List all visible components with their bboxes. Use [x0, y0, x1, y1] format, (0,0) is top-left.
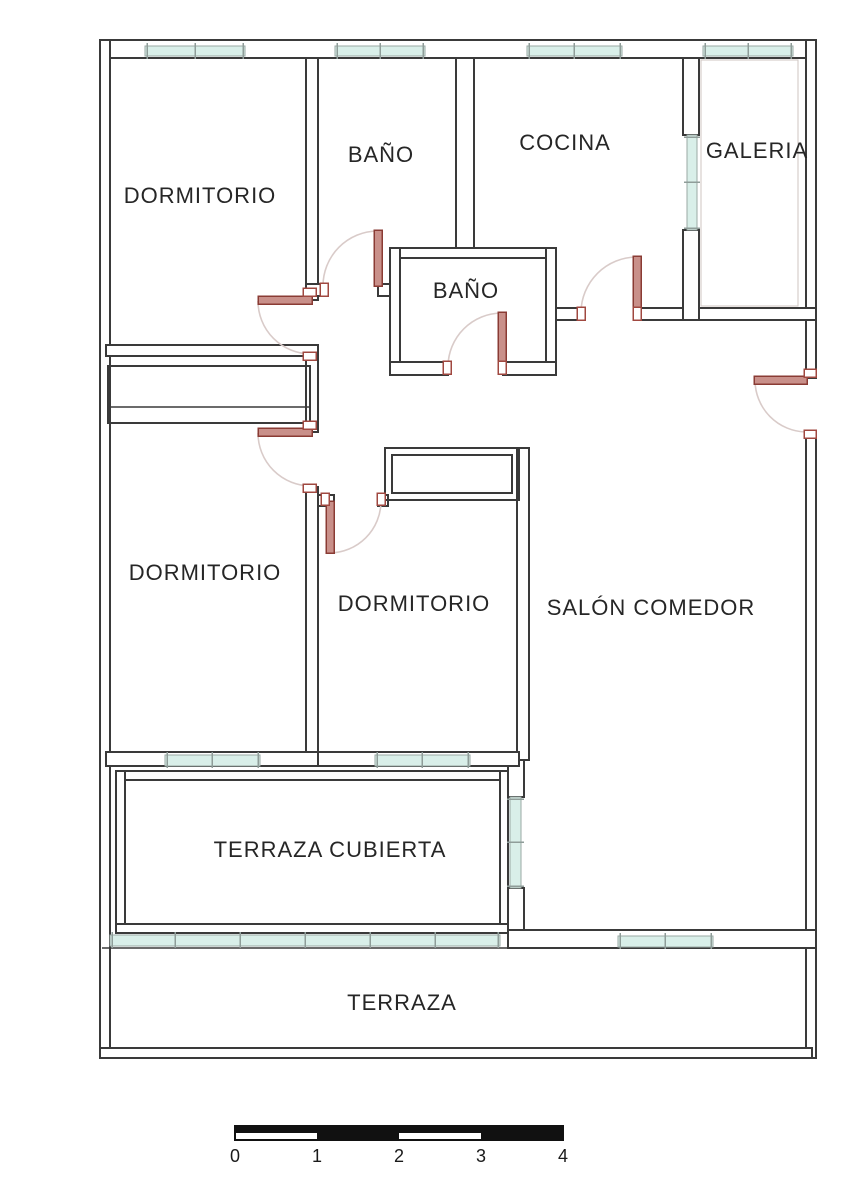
room-label-galeria: GALERIA — [706, 138, 808, 163]
room-label-bano-central: BAÑO — [433, 278, 499, 303]
wall-salon-left-seg2 — [507, 887, 525, 936]
wall-tc-bottom — [115, 923, 509, 934]
scale-tick-0: 0 — [230, 1146, 240, 1166]
room-labels: DORMITORIO BAÑO COCINA GALERIA BAÑO DORM… — [124, 130, 808, 1015]
wall-tc-top — [115, 770, 509, 781]
wall-tc-left — [115, 770, 126, 934]
window-tc-band — [109, 932, 501, 948]
wall-banoc-right — [545, 247, 557, 373]
door-dormtop — [257, 287, 317, 361]
wall-dormtop-right — [305, 57, 319, 301]
wall-galeria-lower — [682, 229, 700, 321]
window-dormtop — [144, 43, 246, 59]
wall-outer-right-lower — [805, 432, 817, 1059]
wall-banoc-bottom-left — [389, 361, 449, 376]
door-middorm — [320, 492, 386, 554]
door-banotop — [319, 229, 383, 297]
room-label-dormitorio-middle: DORMITORIO — [338, 591, 491, 616]
wall-banoc-top — [389, 247, 557, 259]
wall-outer-right-upper — [805, 39, 817, 379]
door-entrance — [753, 368, 817, 439]
window-middorm — [374, 752, 471, 768]
room-label-salon-comedor: SALÓN COMEDOR — [547, 595, 756, 620]
closet-middle-inner — [391, 454, 513, 494]
closets — [107, 59, 799, 501]
scale-tick-4: 4 — [558, 1146, 568, 1166]
room-label-terraza-cubierta: TERRAZA CUBIERTA — [214, 837, 447, 862]
room-label-terraza: TERRAZA — [347, 990, 457, 1015]
room-label-cocina: COCINA — [519, 130, 611, 155]
galeria-floor-inset — [700, 59, 799, 307]
wall-tc-right — [499, 770, 509, 934]
wall-banotop-cocina — [455, 57, 475, 253]
window-galeria-side — [684, 134, 700, 231]
closet-middle-outline — [384, 447, 520, 501]
door-dormleft — [257, 420, 317, 493]
room-label-bano-top: BAÑO — [348, 142, 414, 167]
door-cocina — [576, 255, 642, 321]
scale-bar: 0 1 2 3 4 — [230, 1125, 568, 1166]
window-banotop — [334, 43, 426, 59]
scale-bar-seg-3-4 — [481, 1133, 563, 1139]
room-label-dormitorio-left: DORMITORIO — [129, 560, 282, 585]
door-banocentral — [442, 311, 507, 375]
wall-banoc-left — [389, 247, 401, 373]
window-galeria-top — [702, 43, 794, 59]
room-label-dormitorio-top: DORMITORIO — [124, 183, 277, 208]
wall-galeria-upper — [682, 57, 700, 136]
wall-outer-left — [99, 39, 111, 1059]
scale-bar-top-band — [236, 1127, 562, 1133]
scale-tick-2: 2 — [394, 1146, 404, 1166]
closet-left-outline — [107, 365, 311, 424]
windows — [109, 43, 794, 949]
scale-tick-1: 1 — [312, 1146, 322, 1166]
wall-spine-lower — [305, 486, 319, 761]
window-cocina — [526, 43, 623, 59]
doors — [257, 229, 817, 554]
wall-outer-bottom — [99, 1047, 813, 1059]
window-salon-side — [507, 796, 524, 889]
wall-banoc-bottom-right — [502, 361, 557, 376]
wall-dormtop-bottom — [105, 344, 319, 357]
wall-cocina-bottom-right — [636, 307, 817, 321]
window-salon-bottom — [617, 933, 714, 949]
window-dormleft — [164, 752, 261, 768]
scale-bar-seg-1-2 — [317, 1133, 399, 1139]
scale-tick-3: 3 — [476, 1146, 486, 1166]
